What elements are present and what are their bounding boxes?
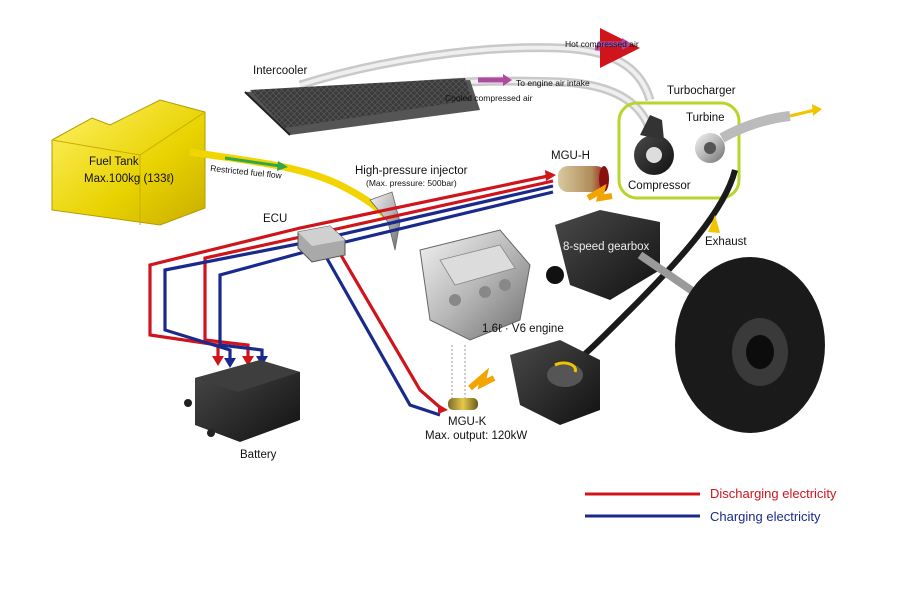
turbocharger-label: Turbocharger <box>667 85 736 97</box>
exhaust-pipe <box>573 169 738 365</box>
intercooler-label: Intercooler <box>253 65 308 77</box>
fuel-tank-capacity: Max.100kg (133ℓ) <box>84 173 174 185</box>
mgu-k-output: Max. output: 120kW <box>425 430 527 442</box>
exhaust-flow-arrow <box>708 215 720 233</box>
turbine-label: Turbine <box>686 112 725 124</box>
fuel-tank <box>51 99 206 226</box>
legend-discharging-label: Discharging electricity <box>710 486 837 501</box>
fuel-flow-arrow <box>224 156 281 168</box>
air-flow-arrows <box>478 28 640 86</box>
mgu-k-energy-arrow <box>468 367 496 391</box>
legend-charging-label: Charging electricity <box>710 509 821 524</box>
engine-label: 1.6ℓ · V6 engine <box>482 323 564 335</box>
battery-label: Battery <box>240 449 277 461</box>
charging-wires <box>163 184 554 417</box>
turbine <box>695 111 791 163</box>
hot-air-label: Hot compressed air <box>565 39 639 49</box>
mgu-k-label: MGU-K <box>448 416 487 428</box>
compressor-housing <box>510 340 600 425</box>
v6-engine <box>419 229 531 341</box>
mgu-k <box>448 345 478 410</box>
ecu <box>297 225 346 263</box>
gearbox <box>546 210 660 300</box>
compressor <box>634 115 674 175</box>
injector-pressure: (Max. pressure: 500bar) <box>366 178 457 188</box>
mgu-h-label: MGU-H <box>551 150 590 162</box>
injector-label: High-pressure injector <box>355 165 468 177</box>
gearbox-label: 8-speed gearbox <box>563 241 650 253</box>
mgu-h-energy-arrow <box>586 183 613 202</box>
compressor-label: Compressor <box>628 180 691 192</box>
mgu-h <box>558 166 609 192</box>
to-intake-label: To engine air intake <box>516 78 590 88</box>
rear-wheel <box>675 257 825 433</box>
legend: Discharging electricity Charging electri… <box>585 486 837 524</box>
exhaust-label: Exhaust <box>705 236 747 248</box>
fuel-line <box>189 148 388 218</box>
ecu-label: ECU <box>263 213 287 225</box>
cooled-air-label: Cooled compressed air <box>445 93 533 103</box>
fuel-tank-label: Fuel Tank <box>89 156 139 168</box>
exhaust-out-arrow <box>789 108 816 118</box>
battery <box>184 360 300 442</box>
turbocharger-highlight <box>617 101 741 200</box>
intercooler <box>244 78 480 136</box>
